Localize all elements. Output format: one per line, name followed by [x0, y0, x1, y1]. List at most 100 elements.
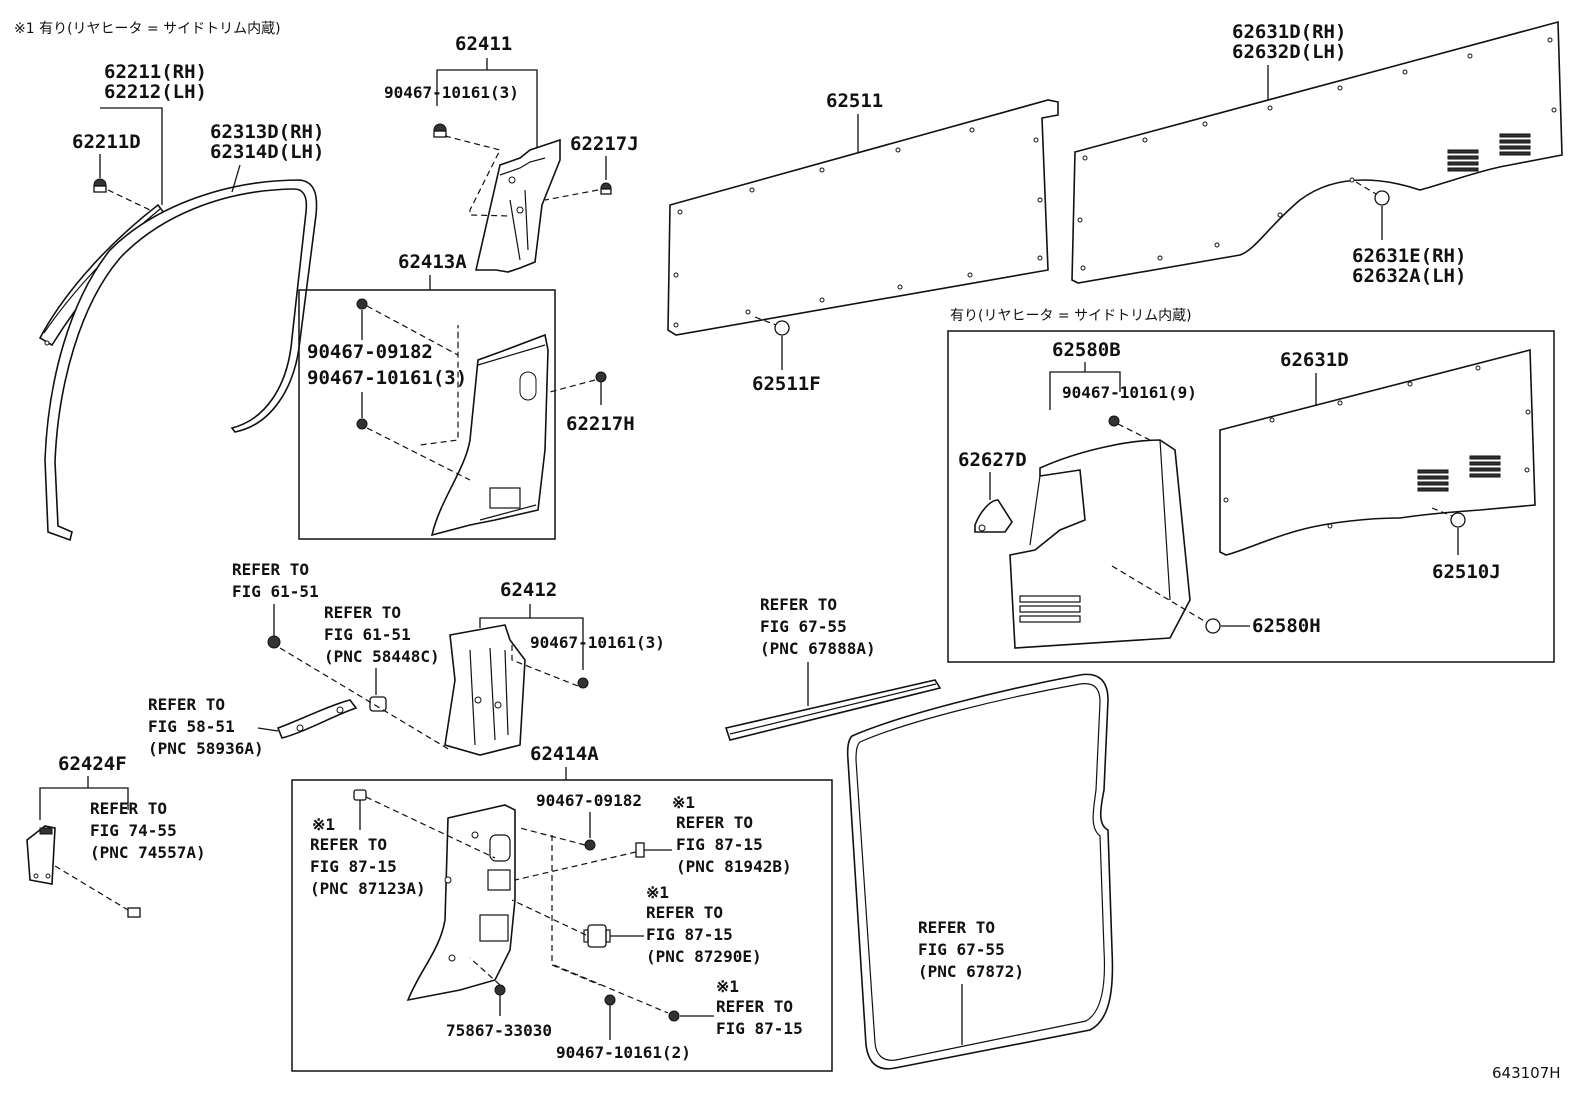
rail-67888A[interactable]: [724, 679, 942, 741]
ref8-line2: FIG 87-15: [646, 925, 733, 944]
clip-90467-09182b[interactable]: [584, 839, 596, 851]
ref3-line1: REFER TO: [148, 695, 225, 714]
weatherstrip-62313D[interactable]: [44, 179, 318, 542]
label-62424F: 62424F: [58, 753, 127, 775]
ref6-line1: REFER TO: [310, 835, 387, 854]
label-90467-10161-3a: 90467-10161(3): [384, 83, 519, 102]
mark-87-15-lower: ※1: [716, 977, 739, 996]
vent-62631D-RH-1: [1447, 149, 1479, 172]
box-rear-heater: [947, 330, 1555, 663]
note-top: ※1 有り(リヤヒータ = サイドトリム内蔵): [14, 21, 281, 37]
ref8-line3: (PNC 87290E): [646, 947, 762, 966]
cover-62627D[interactable]: [974, 499, 1013, 533]
ref1-line1: REFER TO: [232, 560, 309, 579]
clip-62631E[interactable]: [1374, 190, 1390, 206]
switch-87290E[interactable]: [583, 924, 611, 948]
connector-81942B[interactable]: [635, 842, 645, 858]
label-62632D-LH: 62632D(LH): [1232, 41, 1346, 63]
label-90467-10161-3b: 90467-10161(3): [307, 367, 467, 389]
label-90467-10161-2: 90467-10161(2): [556, 1043, 691, 1062]
clip-62211D[interactable]: [93, 178, 107, 193]
mark-87123A: ※1: [312, 815, 335, 834]
vent-62631D-RH-2: [1499, 133, 1531, 156]
label-62631D-RH: 62631D(RH): [1232, 21, 1346, 43]
clip-62413A-lower[interactable]: [356, 418, 368, 430]
pillar-trim-62412[interactable]: [444, 624, 526, 756]
bracket-62424F[interactable]: [26, 825, 56, 885]
ref7-line1: REFER TO: [676, 813, 753, 832]
label-62631D: 62631D: [1280, 349, 1349, 371]
ref8-line1: REFER TO: [646, 903, 723, 922]
label-62510J: 62510J: [1432, 561, 1501, 583]
clip-90467-10161-2[interactable]: [604, 994, 616, 1006]
label-90467-10161-3c: 90467-10161(3): [530, 633, 665, 652]
panel-62631D-RH[interactable]: [1071, 20, 1563, 284]
box-62413A: [298, 289, 556, 540]
ref2-line3: (PNC 58448C): [324, 647, 440, 666]
ref5-line3: (PNC 74557A): [90, 843, 206, 862]
panel-62631D[interactable]: [1219, 348, 1536, 556]
label-62631E: 62631E(RH): [1352, 245, 1466, 267]
clip-75867[interactable]: [494, 984, 506, 996]
pillar-trim-62413A[interactable]: [430, 333, 549, 537]
clip-62412[interactable]: [577, 677, 589, 689]
ref9-line2: FIG 87-15: [716, 1019, 803, 1038]
label-75867-33030: 75867-33030: [446, 1021, 552, 1040]
label-62211D: 62211D: [72, 131, 141, 153]
diagram-id: 643107H: [1492, 1064, 1561, 1082]
label-90467-10161-9: 90467-10161(9): [1062, 383, 1197, 402]
clip-74557A[interactable]: [127, 907, 141, 918]
clip-62413A-upper[interactable]: [356, 298, 368, 310]
clip-62411[interactable]: [433, 123, 447, 138]
label-62217J: 62217J: [570, 133, 639, 155]
ref4-line1: REFER TO: [760, 595, 837, 614]
ref4-line2: FIG 67-55: [760, 617, 847, 636]
mark-81942B: ※1: [672, 793, 695, 812]
clip-87123A[interactable]: [353, 789, 367, 801]
clip-87-15-lower[interactable]: [668, 1010, 680, 1022]
ref9-line1: REFER TO: [716, 997, 793, 1016]
label-62627D: 62627D: [958, 449, 1027, 471]
label-62217H: 62217H: [566, 413, 635, 435]
clip-62511F[interactable]: [774, 320, 790, 336]
label-62412: 62412: [500, 579, 557, 601]
label-62411: 62411: [455, 33, 512, 55]
trim-62580B[interactable]: [1009, 439, 1191, 649]
ref10-line3: (PNC 67872): [918, 962, 1024, 981]
vent-62631D-2: [1469, 455, 1501, 478]
label-62212: 62212(LH): [104, 81, 207, 103]
label-62414A: 62414A: [530, 743, 599, 765]
panel-62511[interactable]: [667, 99, 1059, 336]
ref3-line2: FIG 58-51: [148, 717, 235, 736]
label-62211: 62211(RH): [104, 61, 207, 83]
mark-87290E: ※1: [646, 883, 669, 902]
ref2-line1: REFER TO: [324, 603, 401, 622]
bolt-ref-61-51[interactable]: [267, 635, 281, 649]
ref4-line3: (PNC 67888A): [760, 639, 876, 658]
clip-62580B[interactable]: [1108, 415, 1120, 427]
vent-62580B: [1019, 595, 1081, 623]
label-62632A: 62632A(LH): [1352, 265, 1466, 287]
label-62511: 62511: [826, 90, 883, 112]
label-62314D: 62314D(LH): [210, 141, 324, 163]
pillar-trim-62411[interactable]: [474, 138, 561, 273]
ref5-line1: REFER TO: [90, 799, 167, 818]
label-62580B: 62580B: [1052, 339, 1121, 361]
label-90467-09182a: 90467-09182: [307, 341, 433, 363]
ref6-line3: (PNC 87123A): [310, 879, 426, 898]
strap-58936A[interactable]: [276, 699, 358, 739]
weatherstrip-67872[interactable]: [846, 673, 1114, 1070]
ref10-line2: FIG 67-55: [918, 940, 1005, 959]
clip-62217H[interactable]: [595, 371, 607, 383]
clip-62580H[interactable]: [1205, 618, 1221, 634]
clip-62217J[interactable]: [600, 182, 612, 195]
ref1-line2: FIG 61-51: [232, 582, 319, 601]
box-62414A: [291, 779, 833, 1072]
ref5-line2: FIG 74-55: [90, 821, 177, 840]
clip-62510J[interactable]: [1450, 512, 1466, 528]
label-62511F: 62511F: [752, 373, 821, 395]
ref7-line2: FIG 87-15: [676, 835, 763, 854]
bushing-58448C[interactable]: [369, 696, 387, 712]
pillar-trim-62414A[interactable]: [406, 804, 516, 1002]
